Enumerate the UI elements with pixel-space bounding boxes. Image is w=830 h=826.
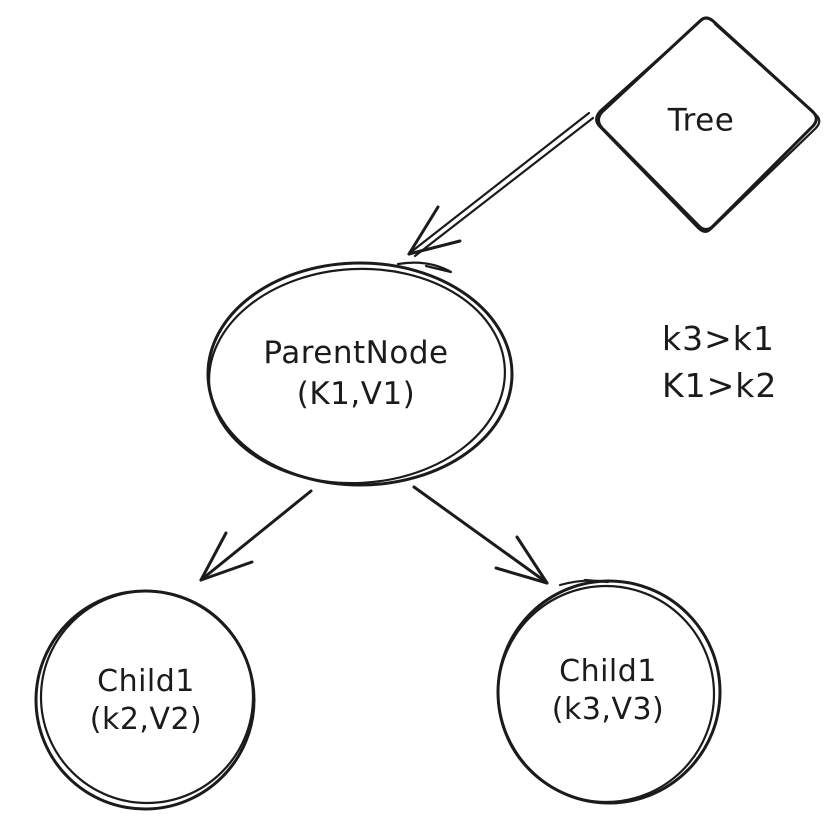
left-child-circle-shape — [34, 589, 256, 811]
parent-ellipse-shape — [206, 261, 514, 487]
tree-diamond-shape — [595, 16, 821, 233]
right-child-node-label: Child1 (k3,V3) — [552, 653, 665, 729]
right-child-pair: (k3,V3) — [551, 692, 665, 727]
parent-node-name: ParentNode — [263, 335, 449, 371]
parent-node-pair: (K1,V1) — [296, 376, 416, 412]
left-child-node-label: Child1 (k2,V2) — [90, 663, 203, 739]
left-child-name: Child1 — [97, 664, 195, 699]
parent-node-label: ParentNode (K1,V1) — [263, 333, 448, 415]
edge-parent-to-left-child-arrow — [199, 489, 313, 582]
right-child-circle-shape — [496, 578, 722, 805]
key-comparison-line1: k3>k1 — [662, 319, 775, 358]
right-child-name: Child1 — [559, 654, 657, 689]
edge-tree-to-parent-arrow — [407, 111, 595, 258]
key-comparison-annotation: k3>k1 K1>k2 — [662, 315, 777, 409]
edge-parent-to-right-child-arrow — [412, 485, 549, 585]
key-comparison-line2: K1>k2 — [662, 366, 778, 405]
tree-node-label: Tree — [667, 102, 735, 139]
left-child-pair: (k2,V2) — [89, 702, 203, 737]
